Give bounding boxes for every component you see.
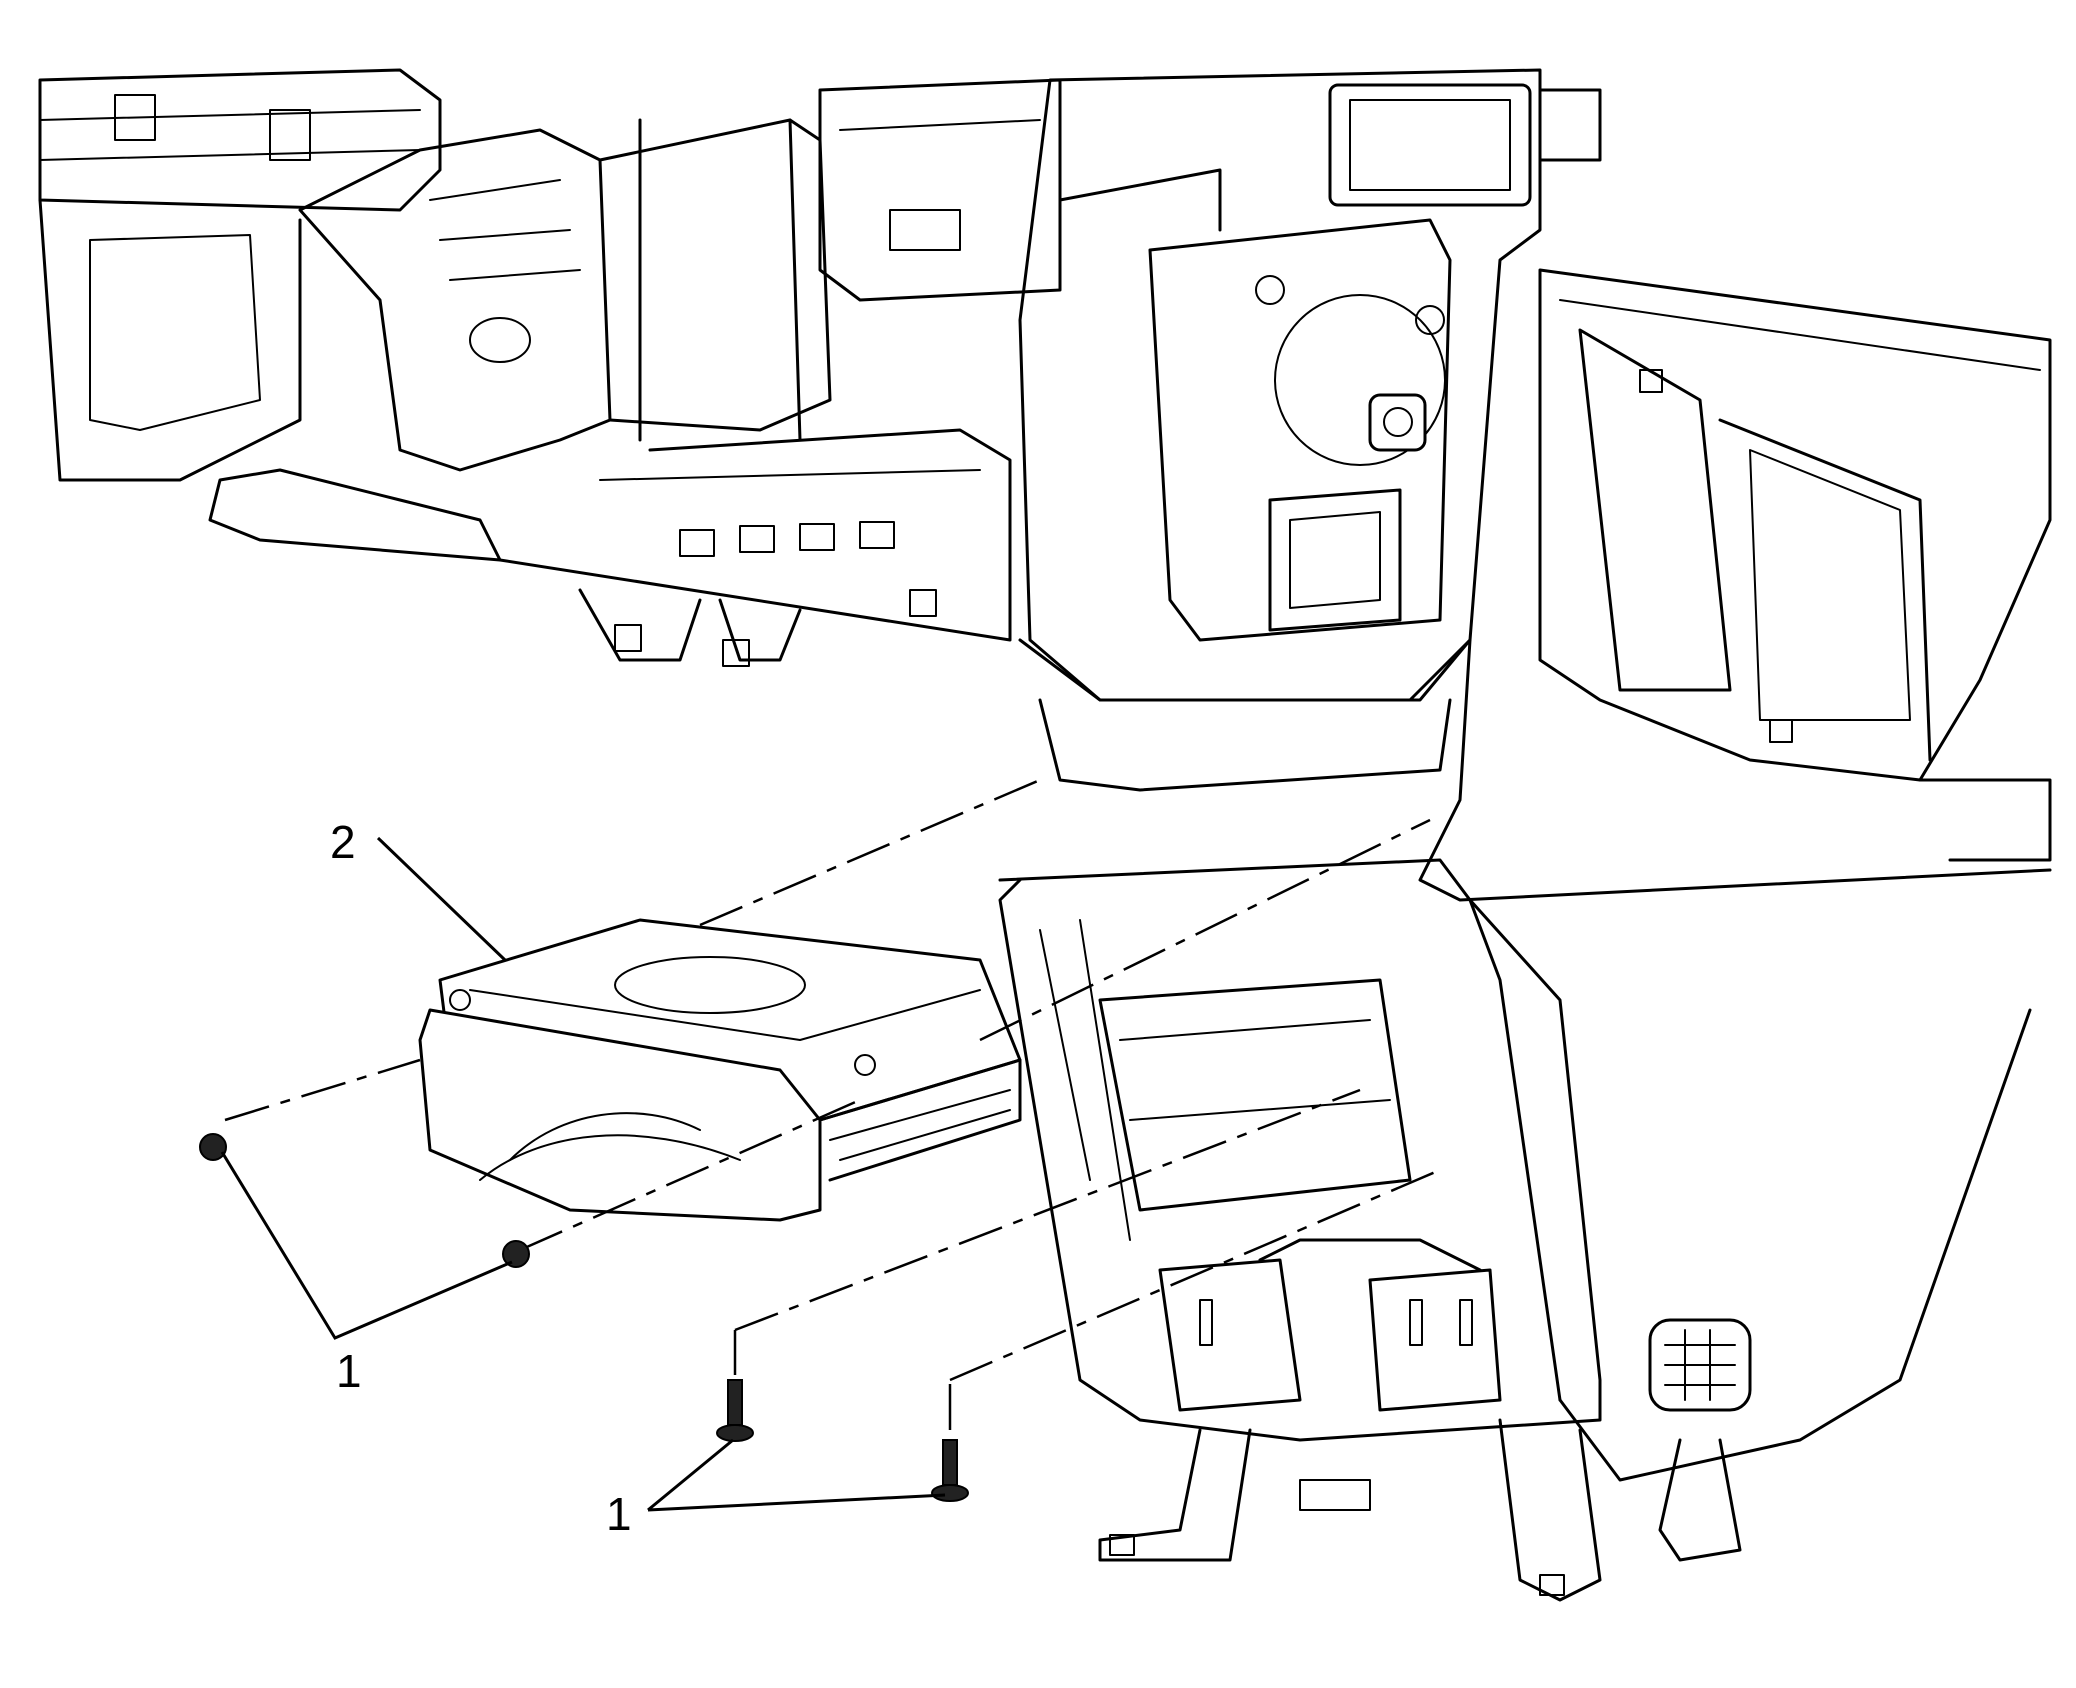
center-console: [998, 638, 2052, 1602]
component-2-tray: [418, 918, 1022, 1222]
instrument-panel-structure: [38, 68, 2052, 862]
callout-leaders: [220, 836, 946, 1512]
alignment-lines: [224, 778, 1441, 1430]
callout-label-2: 2: [330, 816, 356, 868]
callout-label-1-bottom: 1: [606, 1488, 632, 1540]
fastener-bolt-icon: [199, 1133, 530, 1268]
fastener-screw-icon: [716, 1379, 969, 1502]
callout-label-1-left: 1: [336, 1345, 362, 1397]
